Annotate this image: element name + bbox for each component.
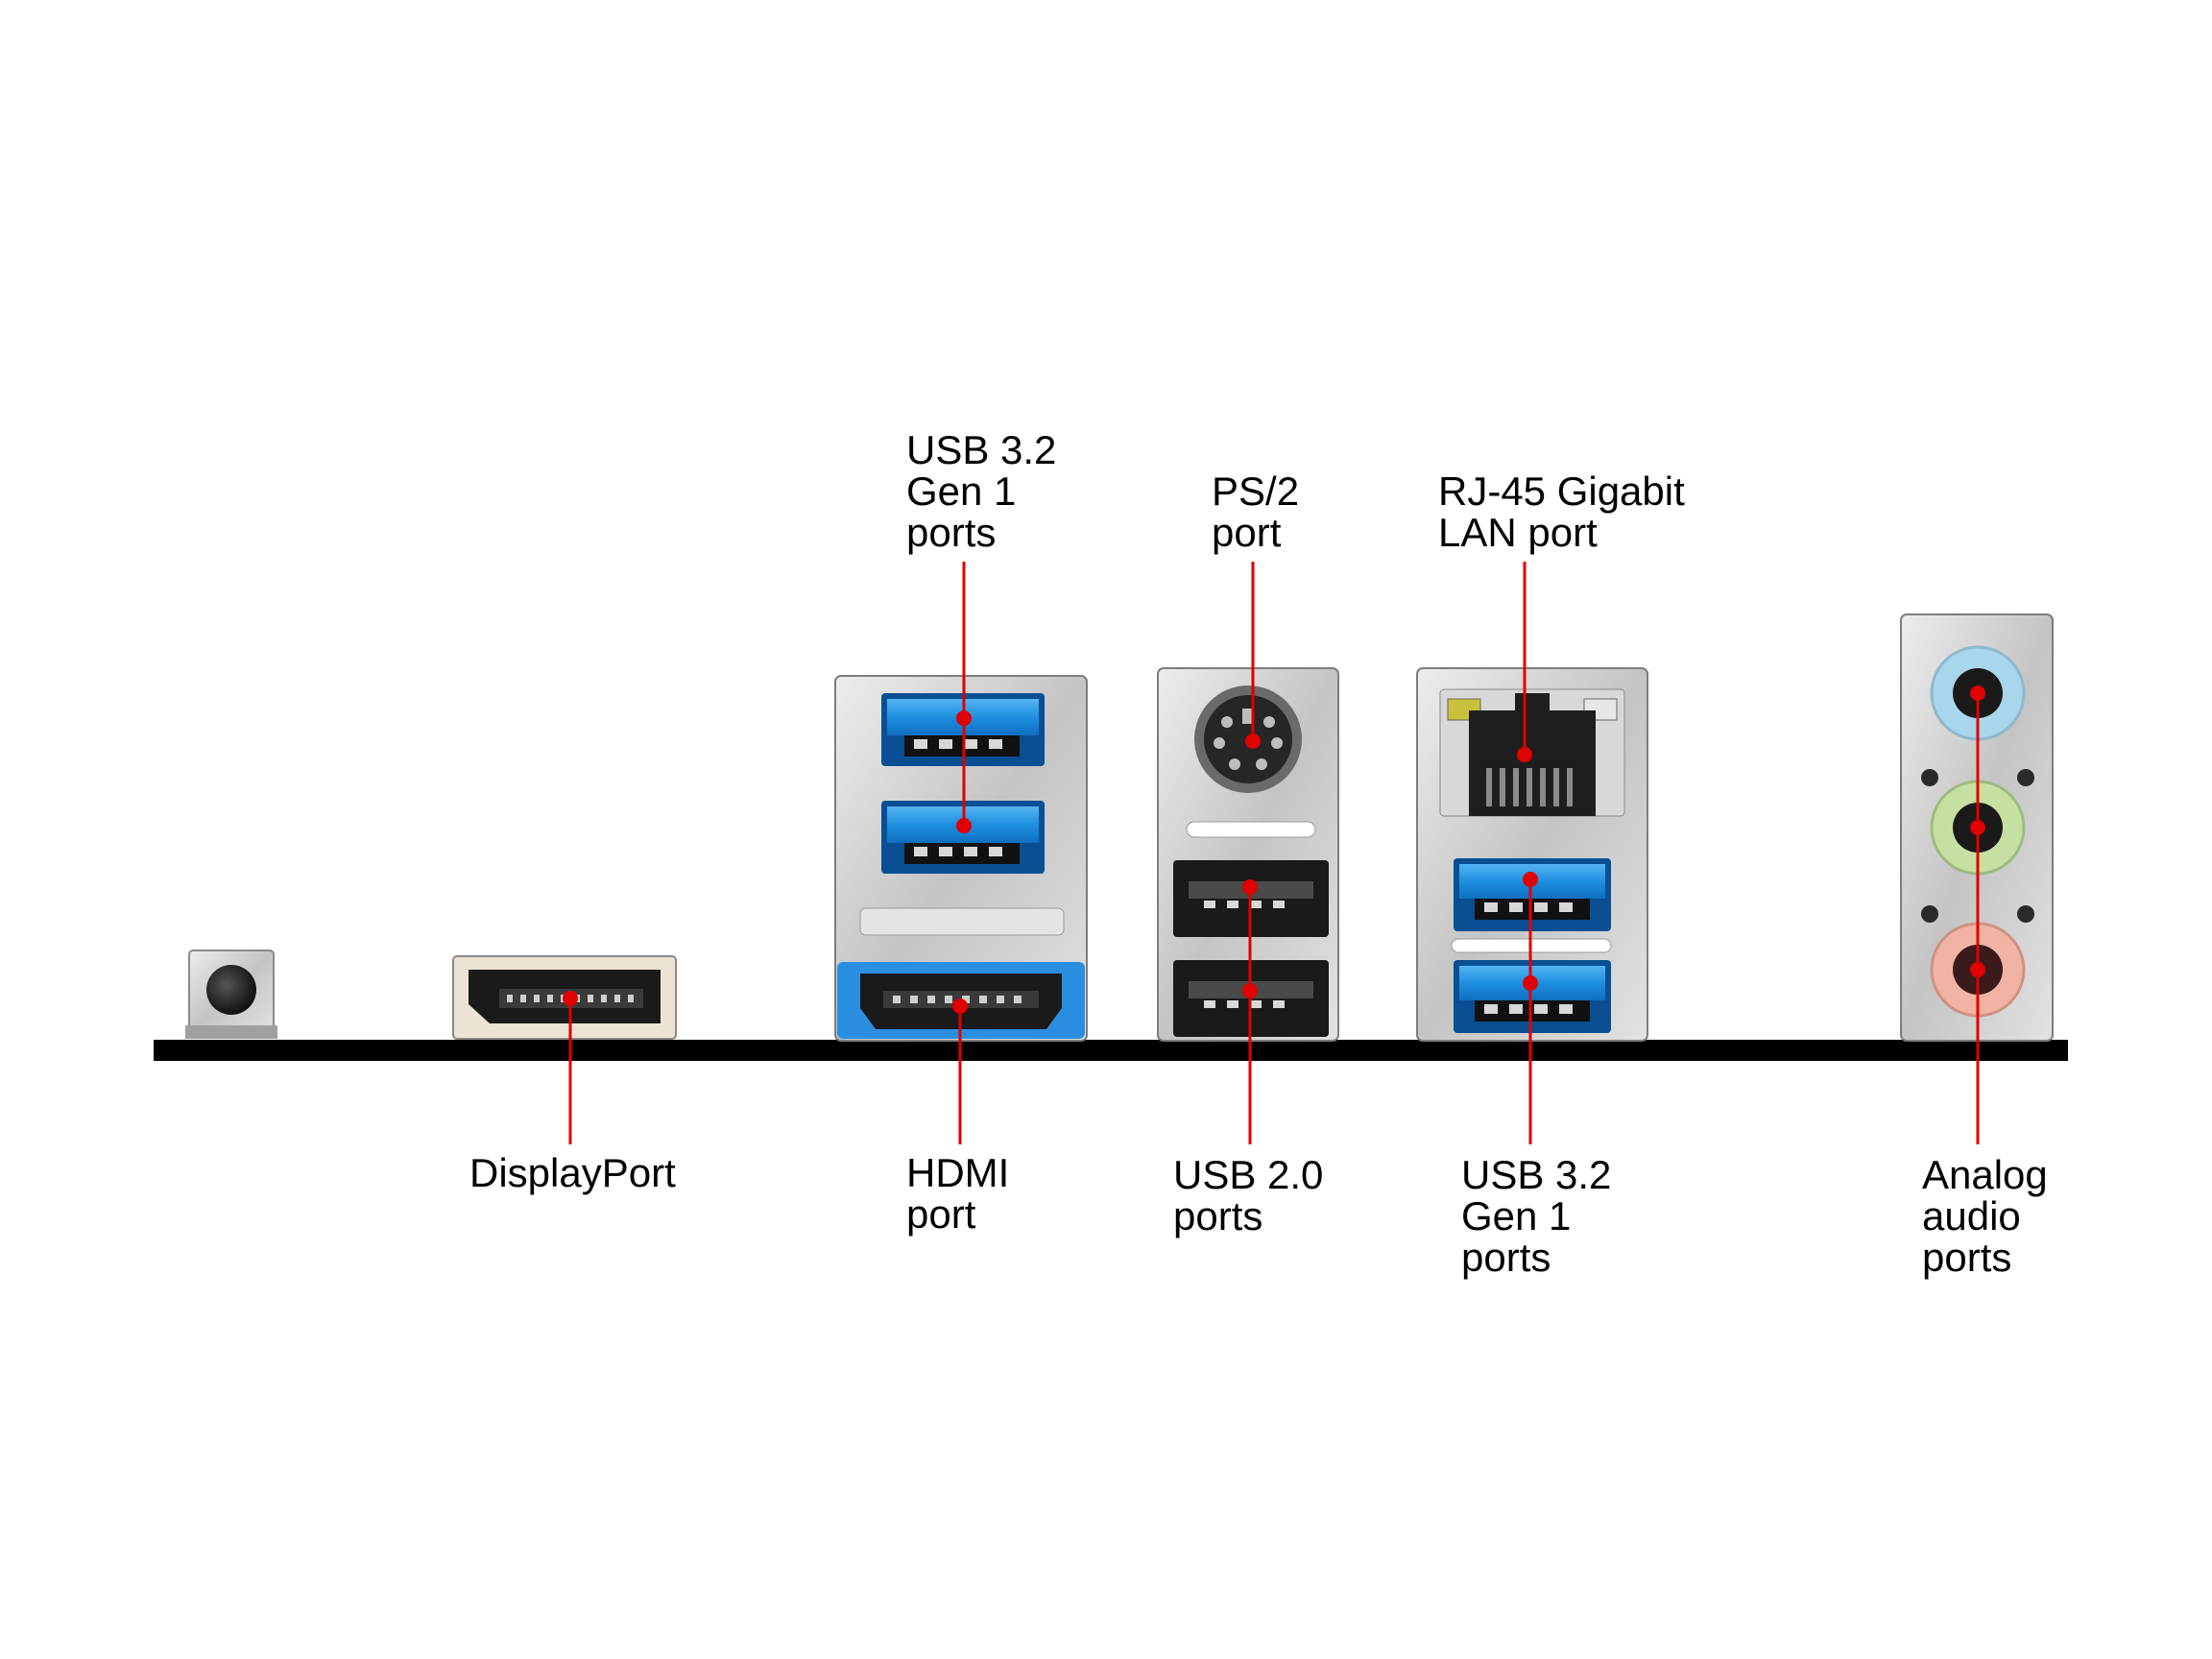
usb3-hdmi-stack	[834, 675, 1088, 1042]
label-audio: Analog audio ports	[1922, 1154, 2048, 1278]
label-line: LAN port	[1438, 510, 1598, 555]
callout-usb32-bottom	[1523, 872, 1538, 1144]
label-line: ports	[1922, 1235, 2012, 1280]
push-button-icon[interactable]	[185, 950, 277, 1039]
label-line: ports	[1173, 1193, 1263, 1238]
label-line: Gen 1	[1461, 1193, 1572, 1238]
rj45-jack-icon[interactable]	[1439, 688, 1625, 817]
usb-a-port-icon[interactable]	[1454, 858, 1611, 931]
callout-rj45	[1517, 562, 1532, 762]
callout-hdmi	[952, 998, 968, 1144]
io-bracket-bar	[154, 1040, 2068, 1061]
label-displayport: DisplayPort	[469, 1152, 676, 1193]
label-line: PS/2	[1212, 469, 1300, 514]
label-hdmi: HDMI port	[906, 1152, 1009, 1235]
callout-displayport	[563, 991, 578, 1144]
label-line: USB 3.2	[906, 427, 1057, 472]
rj45-usb3-stack	[1416, 667, 1648, 1042]
label-ps2: PS/2 port	[1212, 470, 1299, 553]
label-line: HDMI	[906, 1150, 1010, 1195]
label-usb32-top: USB 3.2 Gen 1 ports	[906, 429, 1056, 553]
usb-a-port-icon[interactable]	[881, 693, 1045, 766]
label-line: Analog	[1922, 1152, 2048, 1197]
label-rj45: RJ-45 Gigabit LAN port	[1438, 470, 1685, 553]
label-line: port	[1212, 510, 1282, 555]
label-line: audio	[1922, 1193, 2021, 1238]
label-usb32-bottom: USB 3.2 Gen 1 ports	[1461, 1154, 1611, 1278]
label-line: USB 2.0	[1173, 1152, 1324, 1197]
callout-usb20	[1242, 879, 1258, 1144]
label-line: ports	[1461, 1235, 1551, 1280]
label-line: RJ-45 Gigabit	[1438, 469, 1685, 514]
label-line: port	[906, 1191, 976, 1237]
label-line: ports	[906, 510, 997, 555]
usb-a-port-icon[interactable]	[1454, 960, 1611, 1033]
label-line: Gen 1	[906, 469, 1017, 514]
callout-ps2	[1245, 562, 1261, 749]
label-line: USB 3.2	[1461, 1152, 1612, 1197]
label-usb20: USB 2.0 ports	[1173, 1154, 1323, 1237]
callout-usb32-top	[956, 562, 972, 833]
label-line: DisplayPort	[469, 1150, 676, 1195]
callout-audio	[1970, 685, 1985, 1144]
